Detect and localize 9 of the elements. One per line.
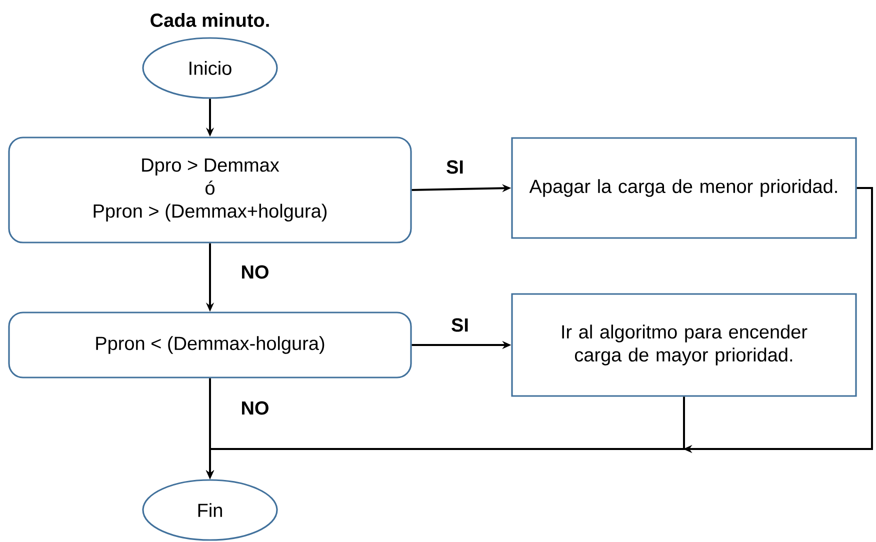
decision-box: Ppron < (Demmax-holgura) — [8, 312, 412, 378]
process-box: Ir al algoritmo para encender carga de mayor prioridad. — [511, 293, 857, 397]
edge-label: NO — [240, 400, 270, 416]
edge-label: NO — [240, 264, 270, 280]
heading: Cada minuto. — [150, 13, 269, 27]
edge-label: SI — [445, 159, 465, 175]
decision-box: Dpro > Demmax ó Ppron > (Demmax+holgura) — [8, 136, 412, 244]
edge-label: SI — [450, 317, 470, 333]
process-box: Apagar la carga de menor prioridad. — [511, 137, 857, 239]
